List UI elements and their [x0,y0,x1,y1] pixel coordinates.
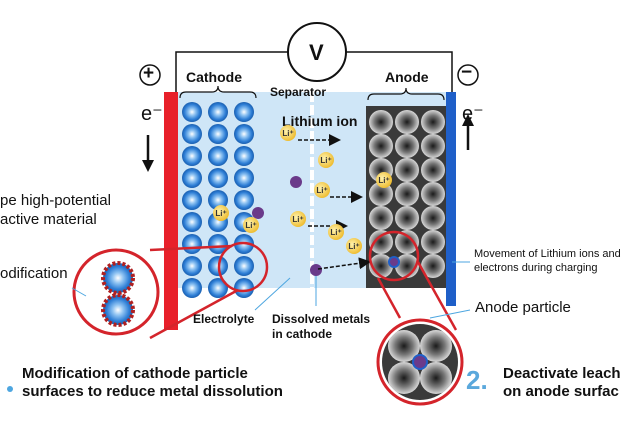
anode-particle [369,134,393,158]
anode-particle [369,230,393,254]
anode-particle [421,110,445,134]
anode-particle [421,134,445,158]
cathode-bracket [179,85,257,99]
cathode-particle [182,124,202,144]
separator-label: Separator [270,85,327,99]
cathode-highlight [149,241,269,340]
cathode-particle [234,278,254,298]
lithium-ion-label: Lithium ion [282,113,358,129]
high-potential-label-2: active material [0,211,97,228]
positive-symbol: + [143,63,155,84]
caption-bullet [7,386,13,392]
cathode-particle [208,146,228,166]
circuit-wires [175,51,453,92]
movement-label-2: electrons during charging [474,262,598,274]
cathode-particle [182,168,202,188]
cathode-particle [234,146,254,166]
anode-particle [421,206,445,230]
cathode-particle [234,168,254,188]
anode-particle [369,110,393,134]
anode-particle [395,158,419,182]
cathode-particle [182,212,202,232]
anode-label: Anode [385,69,429,85]
li-ion-badge: Li⁺ [314,182,330,198]
right-caption-number: 2. [466,365,488,395]
cathode-particle-zoom [72,248,160,336]
cathode-particle [208,102,228,122]
cathode-particle [208,278,228,298]
li-ion-badge: Li⁺ [376,172,392,188]
li-ion-badge: Li⁺ [280,125,296,141]
electron-flow-down-arrow [142,135,154,172]
li-ion-badge: Li⁺ [328,224,344,240]
anode-particle [395,182,419,206]
cathode-current-collector [164,92,178,330]
electrolyte-label: Electrolyte [193,312,255,326]
cathode-particle [182,190,202,210]
cathode-particle [208,234,228,254]
anode-particle [395,206,419,230]
high-potential-label-1: pe high-potential [0,192,111,209]
anode-particle [421,182,445,206]
right-caption-line-2: on anode surfac [503,383,619,400]
li-ion-badge: Li⁺ [243,217,259,233]
cathode-particle [234,256,254,276]
negative-symbol: − [461,62,473,83]
anode-highlight [368,230,458,331]
left-caption-line-1: Modification of cathode particle [22,365,248,382]
cathode-particle [208,124,228,144]
voltmeter-label: V [309,40,324,65]
anode-particle [369,182,393,206]
cathode-particle [182,234,202,254]
right-caption-line-1: Deactivate leach [503,365,621,382]
anode-bracket [367,87,445,101]
anode-particle [395,110,419,134]
voltmeter [287,22,347,82]
cathode-particle [234,190,254,210]
cathode-label: Cathode [186,69,242,85]
anode-particle [395,134,419,158]
anode-particle [395,230,419,254]
anode-particles [369,110,445,278]
negative-terminal-icon [457,64,479,86]
anode-particle [421,254,445,278]
leader-lines [71,261,471,319]
movement-label-1: Movement of Lithium ions and [474,248,621,260]
anode-particle-zoom [376,318,464,406]
anode-particle-label: Anode particle [475,299,571,316]
li-ion-badge: Li⁺ [346,238,362,254]
dissolved-metals-label-1: Dissolved metals [272,312,371,326]
cathode-particle [234,102,254,122]
cathode-particle [182,278,202,298]
left-caption-line-2: surfaces to reduce metal dissolution [22,383,283,400]
cathode-particle [234,124,254,144]
dissolved-metals-label-2: in cathode [272,327,333,341]
modification-label: odification [0,265,68,282]
li-ion-badge: Li⁺ [290,211,306,227]
anode-current-collector [446,92,456,306]
li-ion-badge: Li⁺ [213,205,229,221]
cathode-particle [208,168,228,188]
li-ion-badge: Li⁺ [318,152,334,168]
dissolved-metals [252,176,322,276]
cathode-particle [182,146,202,166]
anode-particle [369,206,393,230]
anode-deposit [388,256,400,268]
cathode-particle [182,256,202,276]
cathode-particle [182,102,202,122]
electron-left-label: e⁻ [141,103,163,125]
positive-terminal-icon [139,64,161,86]
electron-flow-up-arrow [462,114,474,150]
electron-right-label: e⁻ [462,103,484,125]
anode-particle [421,230,445,254]
anode-particle [421,158,445,182]
